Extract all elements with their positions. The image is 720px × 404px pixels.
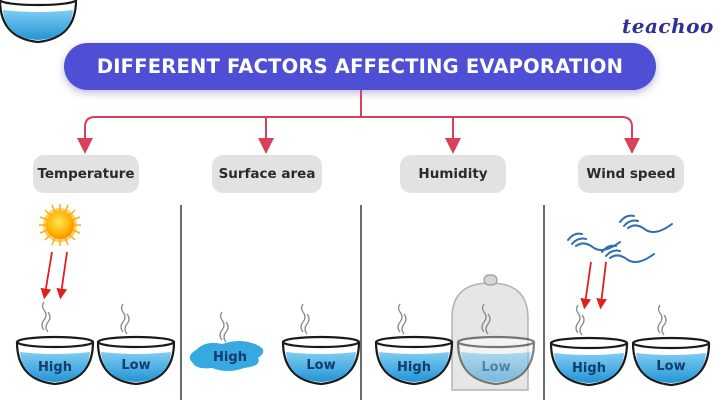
- bowl-label: High: [38, 360, 72, 375]
- factor-label: Temperature: [37, 166, 135, 182]
- bowl-label: Low: [656, 359, 685, 374]
- heat-arrows: [40, 251, 68, 300]
- page-title: DIFFERENT FACTORS AFFECTING EVAPORATION: [64, 43, 656, 90]
- factor-pill-surface-area: Surface area: [212, 155, 322, 193]
- bowl-label: High: [397, 360, 431, 375]
- bowl-label: High: [213, 350, 247, 365]
- teachoo-logo: teachoo: [622, 14, 714, 38]
- factor-label: Wind speed: [586, 166, 676, 182]
- puddle-icon: [189, 341, 264, 371]
- column-divider: [360, 205, 362, 400]
- sun-icon: [39, 204, 81, 246]
- column-divider: [543, 205, 545, 400]
- factor-pill-temperature: Temperature: [33, 155, 139, 193]
- factor-pill-wind-speed: Wind speed: [578, 155, 684, 193]
- column-divider: [180, 205, 182, 400]
- wind-arrows: [580, 261, 608, 310]
- bowl-label: Low: [306, 358, 335, 373]
- bowl-label: Low: [121, 358, 150, 373]
- factor-pill-humidity: Humidity: [400, 155, 506, 193]
- page-title-text: DIFFERENT FACTORS AFFECTING EVAPORATION: [96, 55, 624, 78]
- connector-lines: [77, 90, 640, 154]
- bowl-label: Low: [481, 360, 510, 375]
- factor-label: Humidity: [418, 166, 488, 182]
- wind-icon: [567, 214, 673, 263]
- factor-label: Surface area: [218, 166, 316, 182]
- bowl-label: High: [572, 361, 606, 376]
